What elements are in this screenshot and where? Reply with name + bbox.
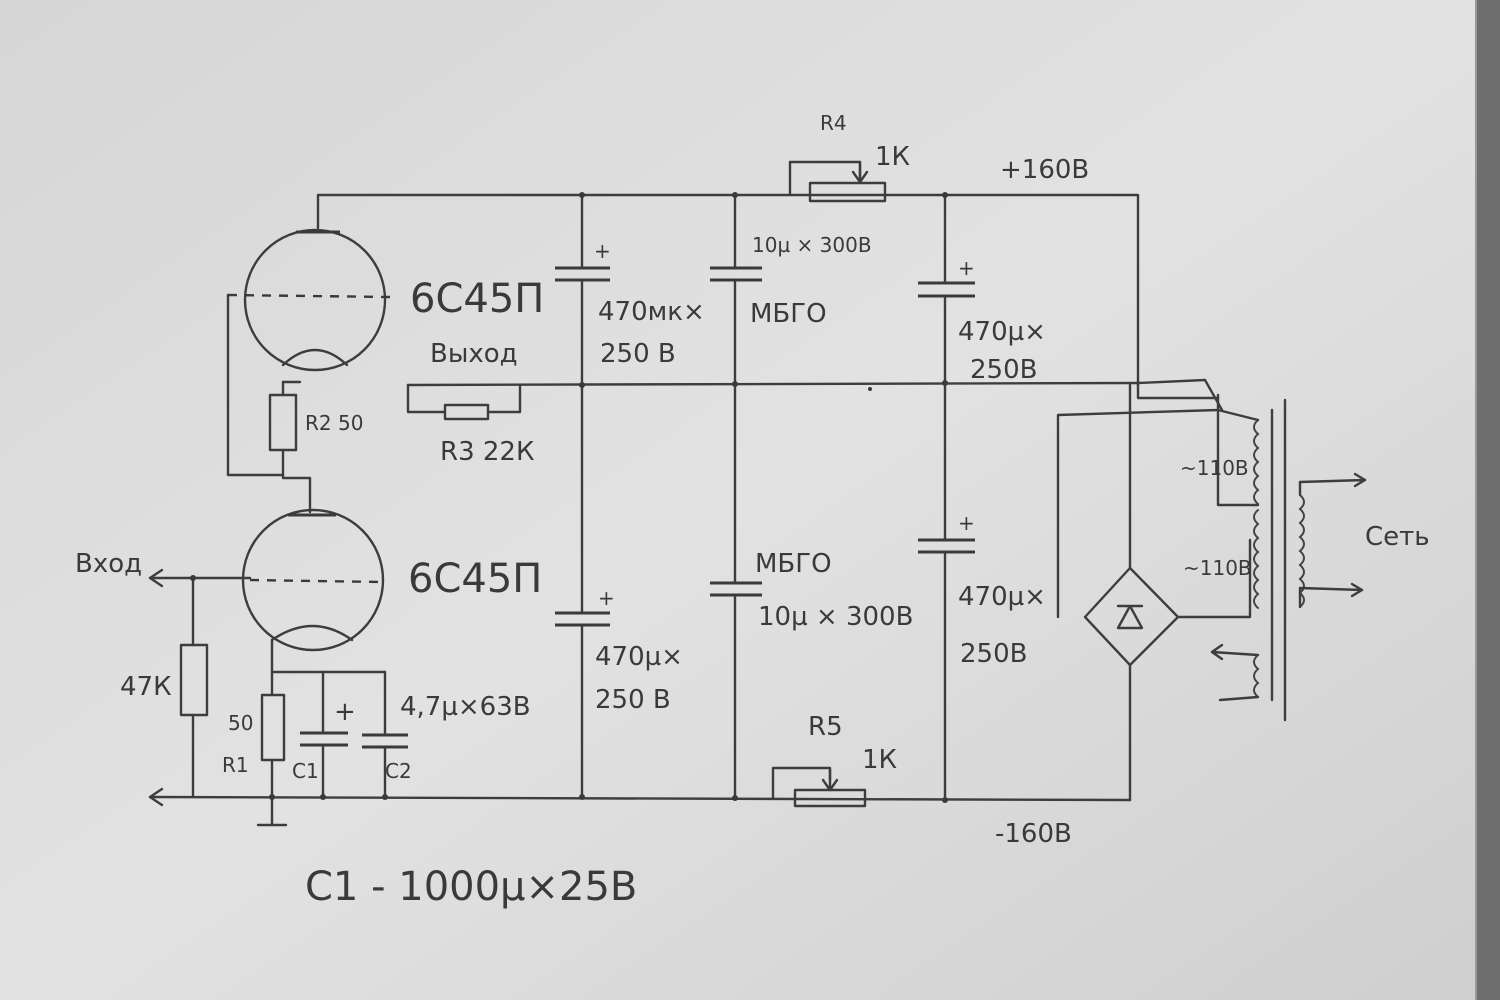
r5-potentiometer	[793, 768, 867, 808]
r2-resistor	[268, 393, 298, 452]
input-label: Вход	[75, 549, 142, 579]
mains-label: Сеть	[1365, 522, 1430, 552]
cap-top-1	[555, 266, 610, 282]
r47k-resistor	[179, 643, 209, 717]
cap-bottom-2	[710, 581, 762, 597]
cap-top-2-value: 10µ × 300В	[752, 233, 872, 257]
cap-bottom-1-value: 470µ×	[595, 642, 683, 672]
cap-c1	[300, 731, 348, 747]
r2-label: R2 50	[305, 411, 363, 435]
cap-top-3	[918, 281, 975, 298]
upper-tube-symbol	[227, 228, 391, 372]
r1-label: R1	[222, 753, 249, 777]
cap-bottom-1-voltage: 250 В	[595, 685, 671, 715]
cap-bottom-2-type: МБГО	[755, 549, 832, 579]
cap-top-1-plus: +	[594, 239, 611, 263]
r1-resistor	[260, 693, 286, 762]
cap-bottom-3-value: 470µ×	[958, 582, 1046, 612]
cap-top-2-type: МБГО	[750, 299, 827, 329]
cap-top-3-value: 470µ×	[958, 317, 1046, 347]
cap-bottom-3	[918, 538, 975, 554]
cap-top-3-voltage: 250В	[970, 355, 1037, 385]
wiring	[148, 160, 1252, 827]
lower-tube-label: 6С45П	[408, 556, 542, 602]
r5-value: 1К	[862, 745, 897, 775]
cap-bottom-1	[555, 611, 610, 627]
minus-rail-label: -160В	[995, 819, 1072, 849]
r3-label: R3 22К	[440, 437, 534, 467]
input-arrow	[148, 568, 164, 588]
r4-value: 1К	[875, 142, 910, 172]
cap-bottom-3-voltage: 250В	[960, 639, 1027, 669]
cap-bottom-1-plus: +	[598, 586, 615, 610]
c2-value: 4,7µ×63В	[400, 692, 531, 722]
winding-mid-label: ~110В	[1183, 556, 1252, 580]
plus-rail-label: +160В	[1000, 155, 1089, 185]
cap-c2	[362, 733, 408, 749]
ground-arrow	[148, 787, 164, 807]
c1-plus: +	[334, 697, 356, 727]
junction-dots	[190, 192, 948, 803]
c1-label: C1	[292, 759, 319, 783]
transformer	[1210, 398, 1367, 722]
cap-top-1-value: 470мк×	[598, 297, 705, 327]
r1-value: 50	[228, 711, 253, 735]
output-label: Выход	[430, 339, 518, 369]
cap-bottom-2-value: 10µ × 300В	[758, 602, 913, 632]
c2-label: C2	[385, 759, 412, 783]
lower-tube-symbol	[241, 508, 385, 652]
winding-top-label: ~110В	[1180, 456, 1249, 480]
r3-resistor	[443, 403, 490, 421]
r4-label: R4	[820, 111, 847, 135]
upper-tube-label: 6С45П	[410, 276, 544, 322]
cap-top-1-voltage: 250 В	[600, 339, 676, 369]
r4-potentiometer	[808, 160, 887, 203]
cap-bottom-3-plus: +	[958, 511, 975, 535]
c1-note: C1 - 1000µ×25В	[305, 864, 637, 910]
rectifier-bridge	[1083, 566, 1180, 667]
cap-top-2	[710, 266, 762, 282]
r5-label: R5	[808, 712, 843, 742]
r47k-label: 47К	[120, 672, 172, 702]
background-edge	[1475, 0, 1500, 1000]
cap-top-3-plus: +	[958, 256, 975, 280]
